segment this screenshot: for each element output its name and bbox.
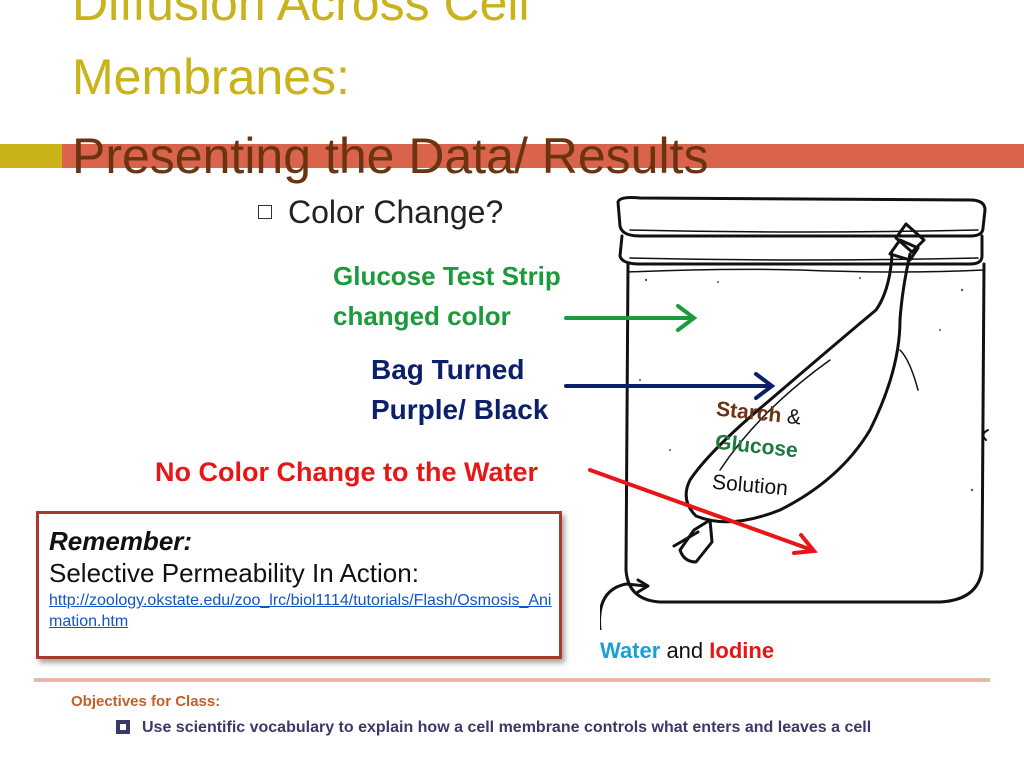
slide-subtitle: Presenting the Data/ Results (72, 128, 709, 184)
footer-divider (34, 678, 990, 682)
osmosis-animation-link[interactable]: http://zoology.okstate.edu/zoo_lrc/biol1… (49, 592, 552, 630)
iodine-word: Iodine (709, 638, 775, 663)
remember-text: Selective Permeability In Action: (49, 558, 419, 588)
remember-title: Remember: (49, 526, 193, 556)
red-arrow (588, 468, 818, 555)
water-word: Water (600, 638, 661, 663)
square-bullet-icon (116, 720, 130, 734)
beaker-contents-label: Water and Iodine (600, 638, 774, 664)
objective-item: Use scientific vocabulary to explain how… (116, 717, 946, 738)
annotation-bag-color: Bag Turned Purple/ Black (371, 354, 549, 425)
annotation-water-color: No Color Change to the Water (155, 457, 538, 487)
bullet-color-change: Color Change? (258, 194, 503, 231)
title-divider-bar (62, 144, 1024, 168)
jar-with-bag-diagram (600, 196, 989, 630)
square-bullet-icon (258, 204, 272, 219)
annotation-glucose-strip: Glucose Test Strip changed color (333, 261, 561, 331)
remember-callout-box: Remember: Selective Permeability In Acti… (36, 511, 562, 659)
objectives-title: Objectives for Class: (71, 693, 221, 710)
title-accent-bar (0, 144, 62, 168)
objective-text: Use scientific vocabulary to explain how… (142, 719, 872, 736)
and-word: and (666, 638, 704, 663)
bullet-text: Color Change? (288, 194, 504, 230)
green-arrow (564, 304, 698, 332)
slide-title-line-1: Diffusion Across Cell (72, 0, 530, 31)
navy-arrow (564, 372, 776, 400)
slide-title-line-2: Membranes: (72, 49, 350, 105)
